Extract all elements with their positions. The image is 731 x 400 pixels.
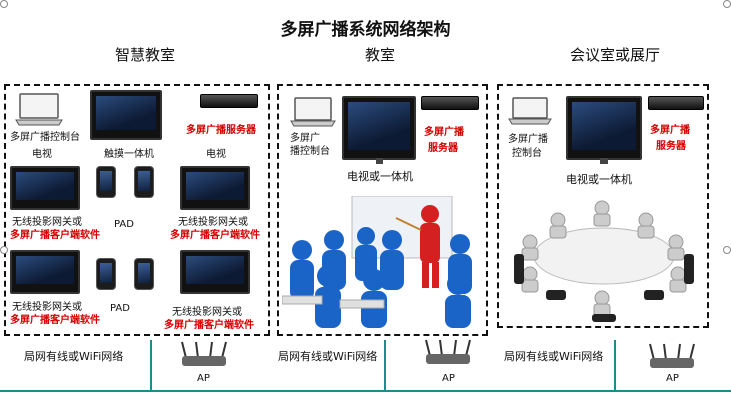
client-software-label: 多屏广播客户端软件 [10, 315, 100, 326]
laptop-icon [508, 97, 552, 125]
touch-panel-icon [90, 90, 162, 140]
tablet-icon [134, 166, 154, 198]
touch-panel-label: 触摸一体机 [104, 149, 154, 160]
router-icon [425, 339, 471, 364]
ap-label: AP [442, 373, 455, 384]
tv-label-left: 电视 [32, 149, 52, 160]
ap-label: AP [666, 373, 679, 384]
gateway-label: 无线投影网关或 [172, 307, 242, 318]
router-icon [181, 341, 227, 366]
people-icon [282, 196, 472, 328]
client-software-label: 多屏广播客户端软件 [164, 320, 254, 331]
laptop-icon [290, 97, 336, 127]
console-label: 多屏广播控制台 [10, 132, 80, 143]
client-software-label: 多屏广播客户端软件 [170, 230, 260, 241]
tv-icon [10, 166, 80, 210]
conference-table-icon [514, 200, 694, 322]
network-label: 局网有线或WiFi网络 [24, 350, 124, 363]
resize-handle[interactable] [0, 0, 8, 8]
smart-classroom-region [4, 84, 270, 336]
section-title-smart-classroom: 智慧教室 [114, 46, 175, 64]
console-label: 控制台 [512, 148, 542, 159]
server-label: 多屏广播 [650, 125, 690, 136]
console-label: 多屏广 [290, 133, 320, 144]
section-title-classroom: 教室 [364, 46, 395, 64]
diagram-title: 多屏广播系统网络架构 [280, 20, 451, 40]
tv-icon [10, 250, 80, 294]
gateway-label: 无线投影网关或 [12, 217, 82, 228]
console-label: 播控制台 [290, 146, 330, 157]
server-icon [648, 96, 704, 110]
tv-icon [180, 166, 250, 210]
network-label: 局网有线或WiFi网络 [504, 350, 604, 363]
server-label: 多屏广播服务器 [186, 125, 256, 136]
gateway-label: 无线投影网关或 [12, 302, 82, 313]
network-drop-line [150, 340, 152, 392]
tv-label: 电视或一体机 [347, 170, 413, 183]
server-label: 服务器 [428, 143, 458, 154]
tv-icon [566, 96, 642, 164]
ap-label: AP [197, 373, 210, 384]
tablet-icon [96, 166, 116, 198]
tv-icon [342, 96, 416, 164]
tv-label-right: 电视 [206, 149, 226, 160]
section-title-meeting-room: 会议室或展厅 [569, 46, 660, 64]
meeting-room-region [497, 84, 709, 328]
client-software-label: 多屏广播客户端软件 [10, 230, 100, 241]
pad-label: PAD [110, 303, 130, 314]
network-label: 局网有线或WiFi网络 [278, 350, 378, 363]
network-backbone-line [0, 390, 731, 392]
server-icon [200, 94, 258, 108]
tablet-icon [134, 258, 154, 290]
server-icon [421, 96, 479, 110]
resize-handle[interactable] [723, 0, 731, 8]
server-label: 多屏广播 [424, 127, 464, 138]
laptop-icon [15, 93, 63, 126]
router-icon [649, 343, 695, 368]
classroom-region [277, 84, 488, 336]
tv-label: 电视或一体机 [566, 173, 632, 186]
pad-label: PAD [114, 219, 134, 230]
network-drop-line [384, 340, 386, 392]
tablet-icon [96, 258, 116, 290]
gateway-label: 无线投影网关或 [178, 217, 248, 228]
console-label: 多屏广播 [508, 134, 548, 145]
resize-handle[interactable] [723, 246, 731, 254]
server-label: 服务器 [656, 141, 686, 152]
network-drop-line [614, 340, 616, 392]
resize-handle[interactable] [0, 246, 8, 254]
tv-icon [180, 250, 250, 294]
